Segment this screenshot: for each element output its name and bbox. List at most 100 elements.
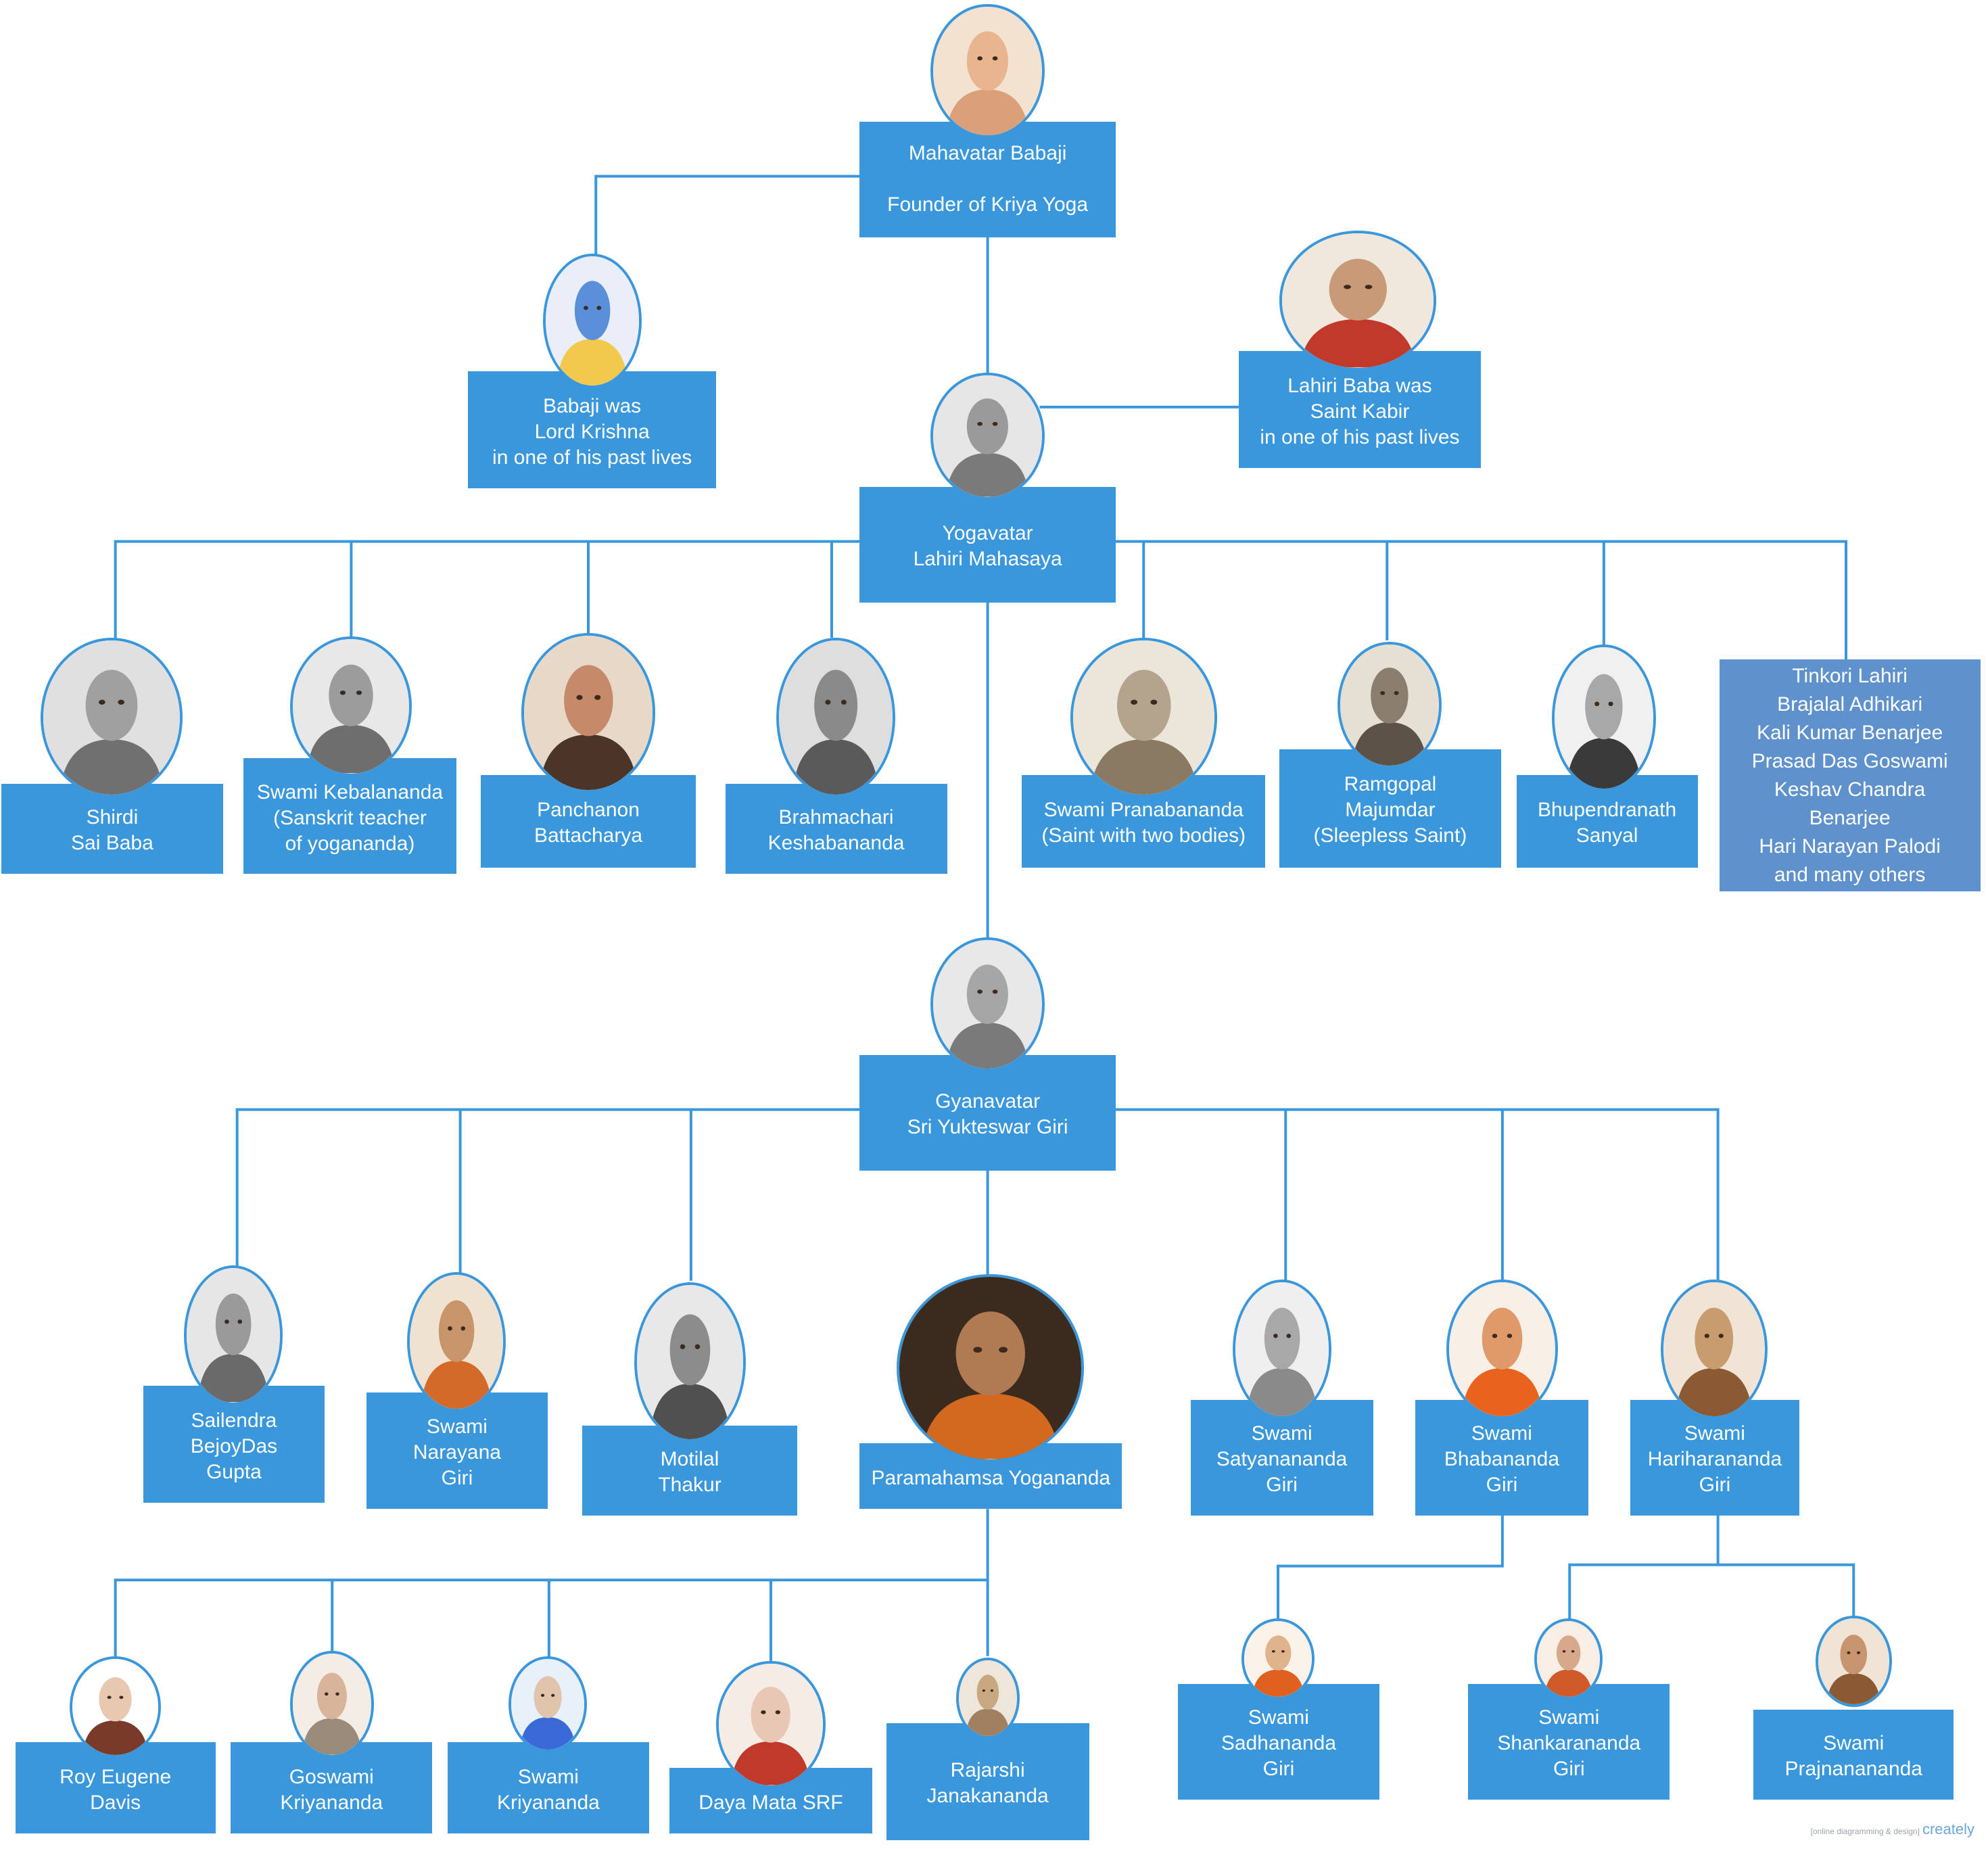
portrait-sailendra [183,1265,283,1405]
node-label-line: Giri [1699,1474,1731,1497]
portrait-narayana [406,1271,506,1411]
node-label-line: Rajarshi [950,1759,1025,1782]
node-label-line: Swami [426,1415,488,1438]
watermark: [online diagramming & design]creately [1811,1821,1974,1838]
connector-line [1277,1515,1504,1621]
node-label-line: and many others [1774,863,1926,886]
node-label-line: Majumdar [1345,799,1436,822]
node-label-line: Motilal [660,1448,719,1471]
node-label-line: Panchanon [537,799,640,822]
node-label-line: Bhupendranath [1537,799,1677,822]
node-label-line: in one of his past lives [1260,425,1460,448]
node-label-line: Hari Narayan Palodi [1759,835,1941,858]
node-label-line: Tinkori Lahiri [1792,664,1908,687]
node-label-line: Keshabananda [767,832,905,855]
node-label-line: Thakur [658,1474,721,1497]
node-label-line: Daya Mata SRF [699,1791,843,1814]
node-label-line: Lord Krishna [534,420,650,443]
node-label-line: Swami [1538,1706,1600,1729]
portrait-kebalananda [290,636,412,776]
node-label-line: Prasad Das Goswami [1751,749,1948,772]
portrait-shirdi [41,638,183,798]
node-label-line: Lahiri Mahasaya [913,548,1062,571]
node-label-line: Swami Kebalananda [256,780,444,803]
portrait-babaji [930,3,1045,139]
connector-line [1568,1515,1720,1621]
node-label-line: Kriyananda [497,1791,600,1814]
portrait-prajnanananda [1816,1615,1892,1707]
portrait-lahiri [930,373,1045,500]
node-label-line: Shankarananda [1497,1732,1641,1755]
node-label-line: Sai Baba [71,832,153,855]
node-label-line: (Sleepless Saint) [1313,824,1467,847]
portrait-motilal [634,1282,746,1442]
node-label-line: Roy Eugene [60,1765,172,1788]
watermark-tagline: [online diagramming & design] [1810,1827,1920,1836]
node-label-line: Kriyananda [280,1791,383,1814]
portrait-yogananda [896,1274,1085,1462]
node-label-line: Swami [1248,1706,1309,1729]
node-label-line: Battacharya [534,824,643,847]
node-label-line: Swami [1823,1732,1885,1755]
node-label-line: Paramahamsa Yogananda [871,1466,1111,1489]
node-label-line: Swami [1684,1422,1745,1445]
node-label-line: Hariharananda [1647,1448,1782,1471]
node-label-line: Kali Kumar Benarjee [1757,721,1943,744]
node-label-line: Janakananda [926,1785,1049,1808]
node-label-line: Mahavatar Babaji [908,142,1067,165]
node-label-line: Swami [517,1765,579,1788]
node-label-line: Sanyal [1576,824,1638,847]
node-label-line: Lahiri Baba was [1287,374,1432,397]
node-label-line: Giri [1262,1758,1295,1781]
node-label-line: Giri [1486,1474,1518,1497]
node-label-line: Benarjee [1809,806,1891,829]
portrait-janakananda [955,1657,1020,1739]
node-label-line: Swami Pranabananda [1043,799,1244,822]
node-label-line: Brajalal Adhikari [1777,693,1923,716]
portrait-krishna [542,254,642,388]
node-label-line: Narayana [412,1441,501,1464]
node-label-line: in one of his past lives [492,446,692,469]
portrait-pranabananda [1070,638,1217,798]
node-label-line: Satyanananda [1216,1448,1348,1471]
portrait-panchanon [521,632,656,793]
node-label-line: Gyanavatar [935,1090,1041,1113]
node-label-line: Giri [1553,1758,1585,1781]
portrait-hariharananda [1661,1279,1768,1420]
node-label-line: Swami [1251,1422,1312,1445]
node-label-line: Sadhananda [1221,1732,1337,1755]
node-label-line: Sri Yukteswar Giri [907,1116,1068,1139]
node-label-line: Ramgopal [1344,773,1437,796]
portrait-bhabananda [1446,1279,1559,1420]
node-label-line: Brahmachari [778,806,894,829]
node-label-line: Prajnanananda [1784,1758,1922,1781]
portrait-keshabananda [776,638,895,798]
connector-line [594,174,860,292]
portrait-bhupendranath [1552,644,1656,791]
node-label-line: Yogavatar [942,522,1033,545]
node-label-line: Babaji was [543,394,642,417]
portrait-sadhananda [1241,1618,1315,1700]
node-label-line: Davis [90,1791,141,1814]
node-label-line: Bhabananda [1444,1448,1560,1471]
